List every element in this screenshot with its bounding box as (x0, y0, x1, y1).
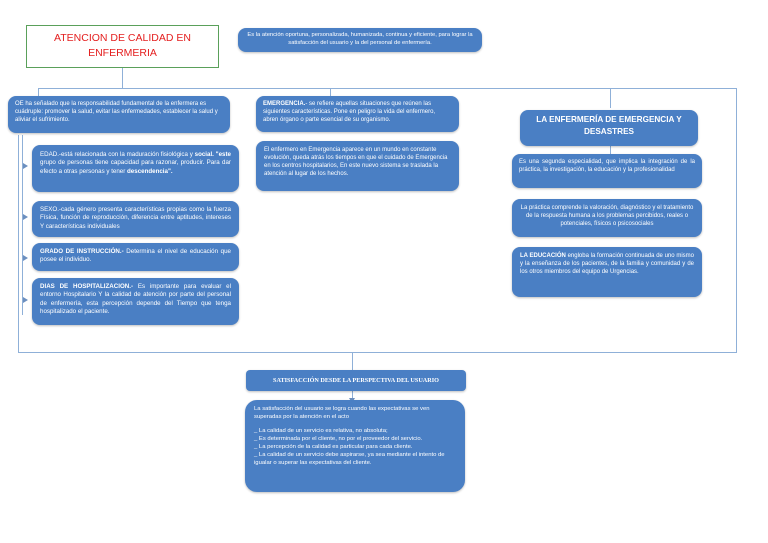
oe-box: OE ha señalado que la responsabilidad fu… (8, 96, 230, 133)
satisfaccion-heading: SATISFACCIÓN DESDE LA PERSPECTIVA DEL US… (246, 370, 466, 391)
connector-sat-drop (352, 352, 353, 370)
connector-mid-drop (330, 88, 331, 96)
arrow-edad (23, 163, 28, 169)
connector-title-drop (122, 68, 123, 88)
especialidad-box: Es una segunda especialidad, que implica… (512, 154, 702, 188)
educacion-bold: LA EDUCACIÓN (520, 253, 566, 259)
factor-grado-bold: GRADO DE INSTRUCCIÓN.- (40, 248, 124, 255)
connector-bottom-horizontal (18, 352, 737, 353)
enfermero-box: El enfermero en Emergencia aparece en un… (256, 141, 459, 191)
satisfaccion-item: _ La calidad de un servicio debe aspirar… (254, 451, 445, 466)
satisfaccion-item: _ La percepción de la calidad es particu… (254, 443, 413, 450)
connector-right-vertical (736, 88, 737, 352)
arrow-sexo (23, 214, 28, 220)
factor-edad-bold1: social. "este (194, 151, 231, 158)
connector-left-drop (38, 88, 39, 96)
factor-dias-box: DIAS DE HOSPITALIZACION.- Es importante … (32, 278, 239, 325)
definition-box: Es la atención oportuna, personalizada, … (238, 28, 482, 52)
emergencia-bold: EMERGENCIA. (263, 101, 306, 107)
enf-emergencia-heading: LA ENFERMERÍA DE EMERGENCIA Y DESASTRES (520, 110, 698, 146)
factor-dias-rest: Es importante para evaluar el entorno Ho… (40, 283, 231, 316)
main-title: ATENCION DE CALIDAD EN ENFERMERIA (26, 25, 219, 68)
connector-top-horizontal (38, 88, 736, 89)
connector-factors-vertical (22, 135, 23, 315)
connector-left-vertical (18, 135, 19, 352)
connector-sat-body (352, 391, 353, 400)
arrow-grado (23, 255, 28, 261)
factor-edad-prefix: EDAD.-está relacionada con la maduración… (40, 151, 195, 158)
educacion-box: LA EDUCACIÓN engloba la formación contin… (512, 247, 702, 297)
factor-edad-mid: grupo de personas tiene capacidad para r… (40, 159, 231, 175)
educacion-rest: engloba la formación continuada de uno m… (520, 253, 694, 276)
connector-right-inner (610, 146, 611, 154)
emergencia-rest: - se refiere aquellas situaciones que re… (263, 101, 436, 124)
factor-dias-bold: DIAS DE HOSPITALIZACION.- (40, 283, 134, 290)
factor-sexo-box: SEXO.-cada género presenta característic… (32, 201, 239, 237)
emergencia-box: EMERGENCIA.- se refiere aquellas situaci… (256, 96, 459, 132)
factor-grado-rest: Determina el nivel de educación que pose… (40, 248, 231, 264)
connector-right-drop (610, 88, 611, 108)
factor-edad-box: EDAD.-está relacionada con la maduración… (32, 145, 239, 192)
factor-edad-bold2: descendencia". (127, 167, 173, 175)
practica-box: La práctica comprende la valoración, dia… (512, 199, 702, 237)
satisfaccion-item: _ Es determinada por el cliente, no por … (254, 435, 423, 442)
satisfaccion-item: _ La calidad de un servicio es relativa,… (254, 427, 388, 434)
satisfaccion-intro: La satisfacción del usuario se logra cua… (254, 406, 430, 420)
factor-grado-box: GRADO DE INSTRUCCIÓN.- Determina el nive… (32, 243, 239, 271)
arrow-dias (23, 297, 28, 303)
satisfaccion-body: La satisfacción del usuario se logra cua… (245, 400, 465, 492)
